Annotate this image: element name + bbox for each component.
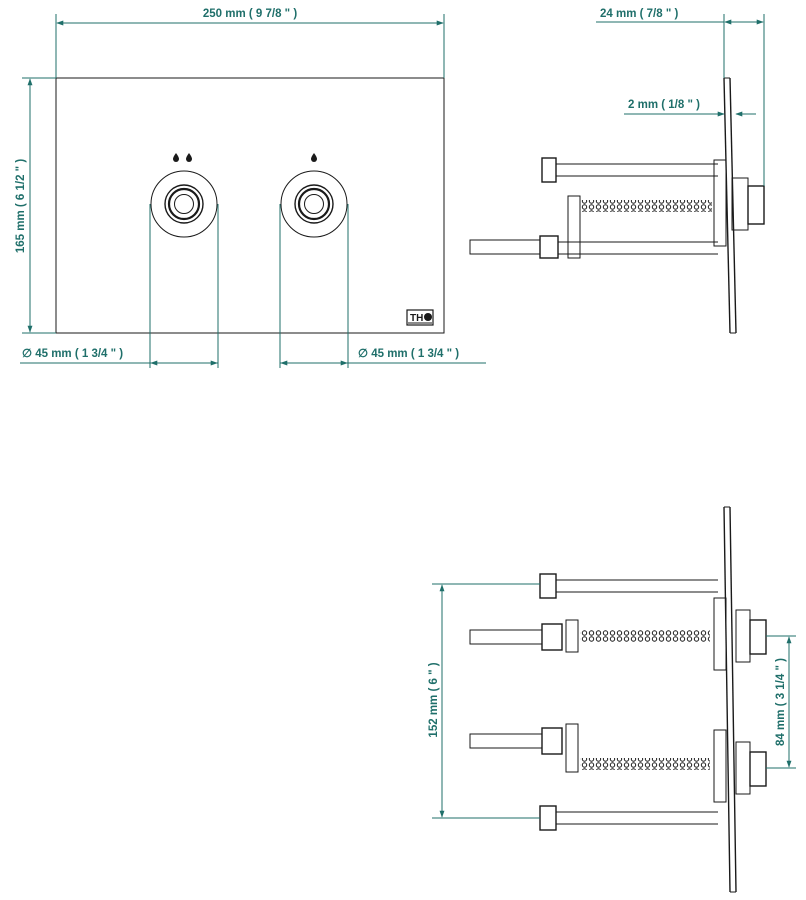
single-drop-icon: [311, 153, 317, 162]
logo-text: TH: [410, 313, 423, 324]
dual-flush-button: [150, 170, 218, 238]
button-spacing-dimension: 84 mm ( 3 1/4 " ): [766, 635, 796, 769]
plate-thickness-label: 2 mm ( 1/8 " ): [628, 99, 700, 111]
left-diameter-label: ∅ 45 mm ( 1 3/4 " ): [22, 348, 123, 360]
front-plate: [55, 77, 445, 334]
height-dimension: 165 mm ( 6 1/2 " ): [15, 77, 56, 334]
logo: TH: [406, 309, 434, 326]
width-dimension: 250 mm ( 9 7/8 " ): [55, 8, 445, 78]
double-drop-icon: [173, 153, 192, 162]
rod-spacing-label: 152 mm ( 6 " ): [428, 662, 440, 737]
right-diameter-dimension: ∅ 45 mm ( 1 3/4 " ): [279, 204, 486, 368]
side-view: 24 mm ( 7/8 " ) 2 mm ( 1/8 " ): [469, 8, 765, 334]
assembly-view: 152 mm ( 6 " ) 84 mm ( 3 1/4 " ): [428, 506, 796, 893]
single-flush-button: [280, 170, 348, 238]
rod-spacing-dimension: 152 mm ( 6 " ): [428, 583, 540, 819]
left-diameter-dimension: ∅ 45 mm ( 1 3/4 " ): [20, 204, 219, 368]
width-label: 250 mm ( 9 7/8 " ): [203, 8, 297, 20]
button-spacing-label: 84 mm ( 3 1/4 " ): [775, 658, 787, 746]
right-diameter-label: ∅ 45 mm ( 1 3/4 " ): [358, 348, 459, 360]
depth-label: 24 mm ( 7/8 " ): [600, 8, 678, 20]
front-view: TH 250 mm ( 9 7/8 " ) 165 mm ( 6 1/2 " )…: [15, 8, 486, 368]
plate-thickness-dimension: 2 mm ( 1/8 " ): [624, 99, 756, 117]
height-label: 165 mm ( 6 1/2 " ): [15, 159, 27, 253]
depth-dimension: 24 mm ( 7/8 " ): [596, 8, 765, 186]
